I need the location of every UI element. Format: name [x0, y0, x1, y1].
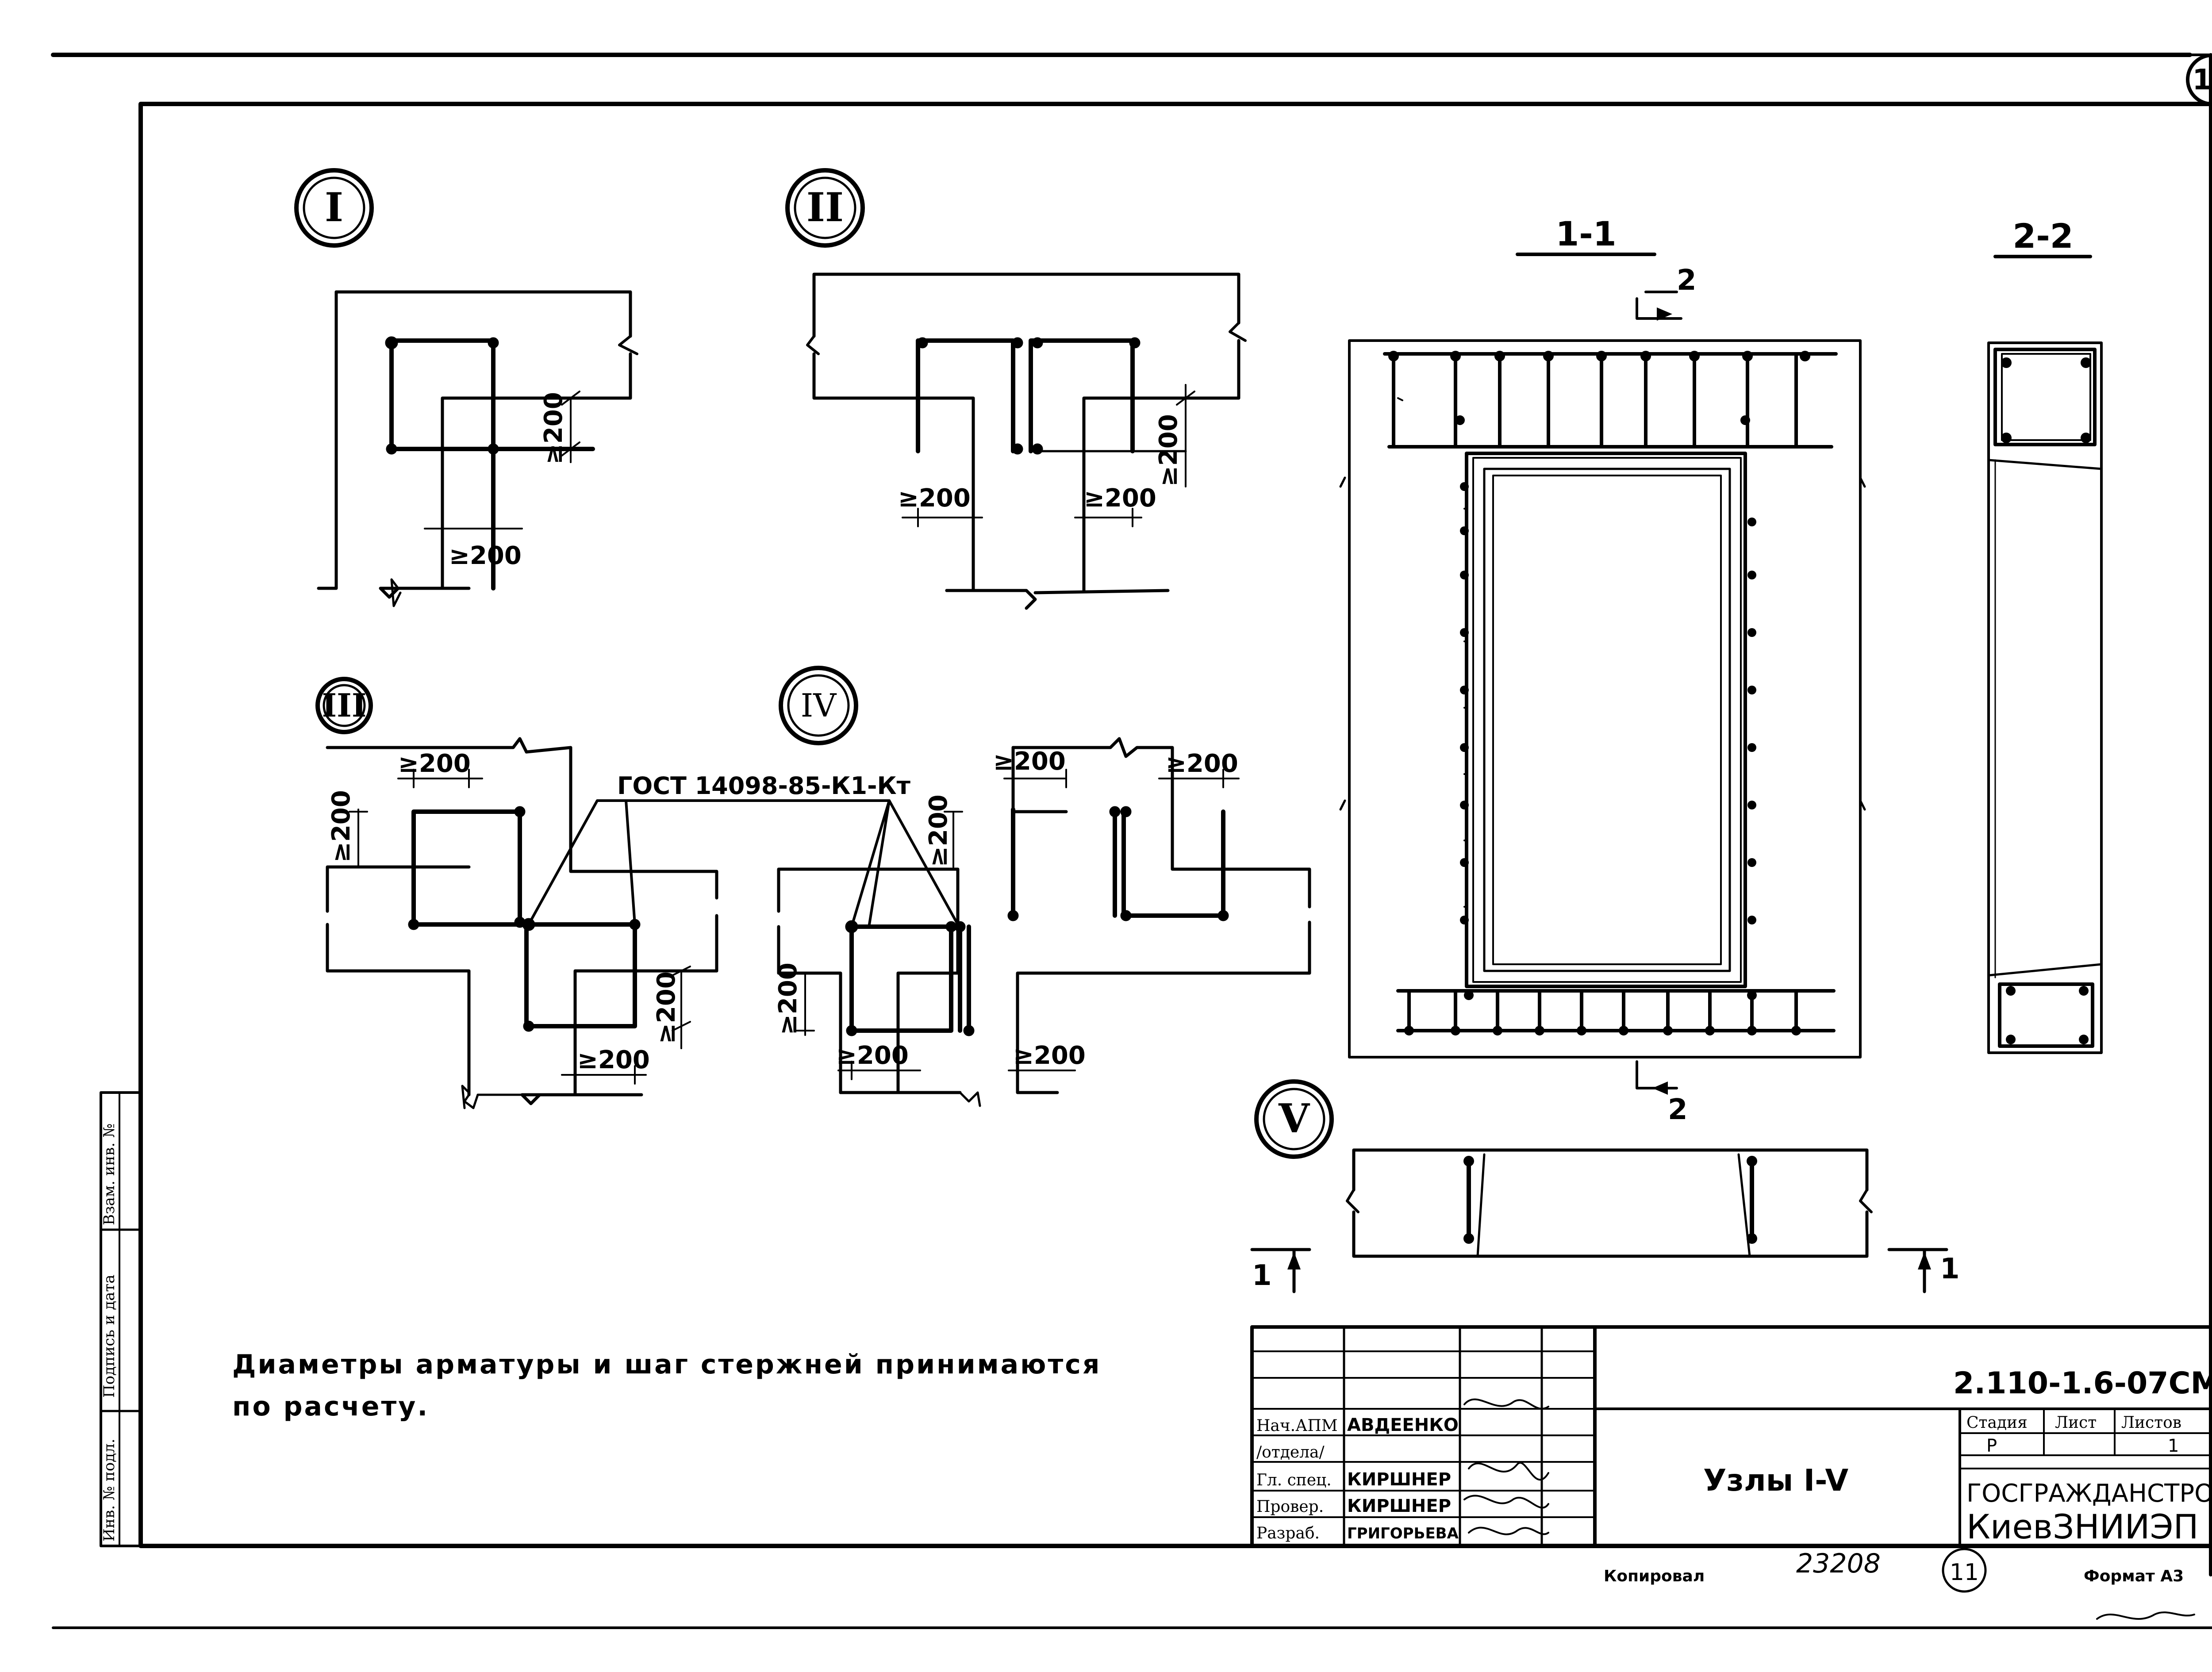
- dim-4a: ≥200: [993, 747, 1066, 776]
- section-2-2-title: 2-2: [2012, 216, 2073, 256]
- name-4: ГРИГОРЬЕВА: [1347, 1525, 1459, 1542]
- role-3: Провер.: [1256, 1498, 1324, 1516]
- stamp-sign-date: Подпись и дата: [100, 1275, 118, 1398]
- stamp-inv-orig: Инв. № подл.: [100, 1438, 118, 1542]
- role-4: Разраб.: [1256, 1524, 1320, 1542]
- dim-4c: ≥200: [924, 794, 953, 867]
- gost-label: ГОСТ 14098-85-К1-Кт: [617, 772, 911, 800]
- stamp-inv-swap: Взам. инв. №: [100, 1124, 118, 1225]
- sheet-header: Лист: [2055, 1414, 2097, 1432]
- sheet-number: 10: [2192, 64, 2212, 96]
- title-block-grid: [1250, 1325, 2212, 1548]
- node-1-drawing: [294, 168, 638, 607]
- dim-2a: ≥200: [898, 484, 971, 513]
- dim-2c: ≥200: [1154, 414, 1183, 487]
- cut-2-bottom: 2: [1668, 1093, 1688, 1126]
- org-name-1: ГОСГРАЖДАНСТРОЙ: [1966, 1479, 2212, 1508]
- role-2: Гл. спец.: [1256, 1471, 1332, 1489]
- dim-1b: ≥200: [539, 392, 568, 464]
- stage-header: Стадия: [1966, 1414, 2028, 1432]
- dim-3d: ≥200: [577, 1046, 650, 1074]
- copied-label: Копировал: [1604, 1567, 1705, 1585]
- format-label: Формат А3: [2084, 1567, 2184, 1585]
- node-3-drawing: [315, 677, 959, 1109]
- dim-4d: ≥200: [774, 963, 803, 1035]
- node-2-label: II: [806, 184, 844, 231]
- copy-circle: [1942, 1548, 1987, 1593]
- sheet-number-circle: [2186, 54, 2212, 106]
- dim-4e: ≥200: [836, 1041, 909, 1070]
- name-3: КИРШНЕР: [1347, 1496, 1451, 1516]
- copy-number: 23208: [1796, 1548, 1881, 1579]
- node-3-label: III: [322, 686, 366, 724]
- dim-2b: ≥200: [1084, 484, 1156, 513]
- note-line-2: по расчету.: [232, 1391, 429, 1422]
- copy-circle-number: 11: [1950, 1559, 1979, 1586]
- node-5-drawing: [1250, 1079, 1948, 1293]
- sheet-frame: [51, 53, 2212, 1629]
- dim-4f: ≥200: [1013, 1041, 1086, 1070]
- section-1-1-bars: [1388, 307, 1810, 1095]
- node-5-label: V: [1278, 1095, 1310, 1142]
- cut-1-right: 1: [1940, 1253, 1960, 1285]
- section-1-1-drawing: [1339, 253, 1866, 1089]
- dimension-labels: ≥200 ≥200 ≥200 ≥200 ≥200 ≥200 ≥200 ≥200 …: [327, 392, 1238, 1074]
- org-name-2: КиевЗНИИЭП: [1966, 1507, 2199, 1546]
- role-0: Нач.АПМ: [1256, 1417, 1338, 1435]
- dim-3c: ≥200: [652, 971, 681, 1044]
- node-2-drawing: [785, 168, 1247, 610]
- dim-4b: ≥200: [1166, 749, 1238, 778]
- dim-3b: ≥200: [327, 790, 356, 863]
- sheets-value: 1: [2168, 1436, 2179, 1456]
- node-5-bars: [1287, 1156, 1931, 1269]
- dim-3a: ≥200: [398, 749, 471, 778]
- node-1-label: I: [325, 184, 343, 231]
- section-1-1-title: 1-1: [1555, 214, 1616, 253]
- drawing-code: 2.110-1.6-07СМ: [1953, 1366, 2212, 1401]
- node-4-label: IV: [801, 687, 837, 724]
- name-2: КИРШНЕР: [1347, 1469, 1451, 1490]
- role-1: /отдела/: [1256, 1443, 1325, 1461]
- sheets-header: Листов: [2121, 1414, 2181, 1432]
- signatures: [1463, 1398, 2195, 1620]
- cut-1-left: 1: [1252, 1259, 1272, 1292]
- section-2-2-drawing: [1987, 255, 2103, 1054]
- section-2-2-bars: [2001, 357, 2091, 1044]
- stage-value: Р: [1986, 1436, 1997, 1456]
- drawing-title: Узлы I-V: [1703, 1463, 1848, 1498]
- note-line-1: Диаметры арматуры и шаг стержней принима…: [232, 1349, 1101, 1380]
- cut-2-top: 2: [1677, 264, 1697, 297]
- name-0: АВДЕЕНКО: [1347, 1415, 1459, 1435]
- dim-1a: ≥200: [449, 541, 522, 570]
- node-4-drawing: [777, 666, 1311, 1107]
